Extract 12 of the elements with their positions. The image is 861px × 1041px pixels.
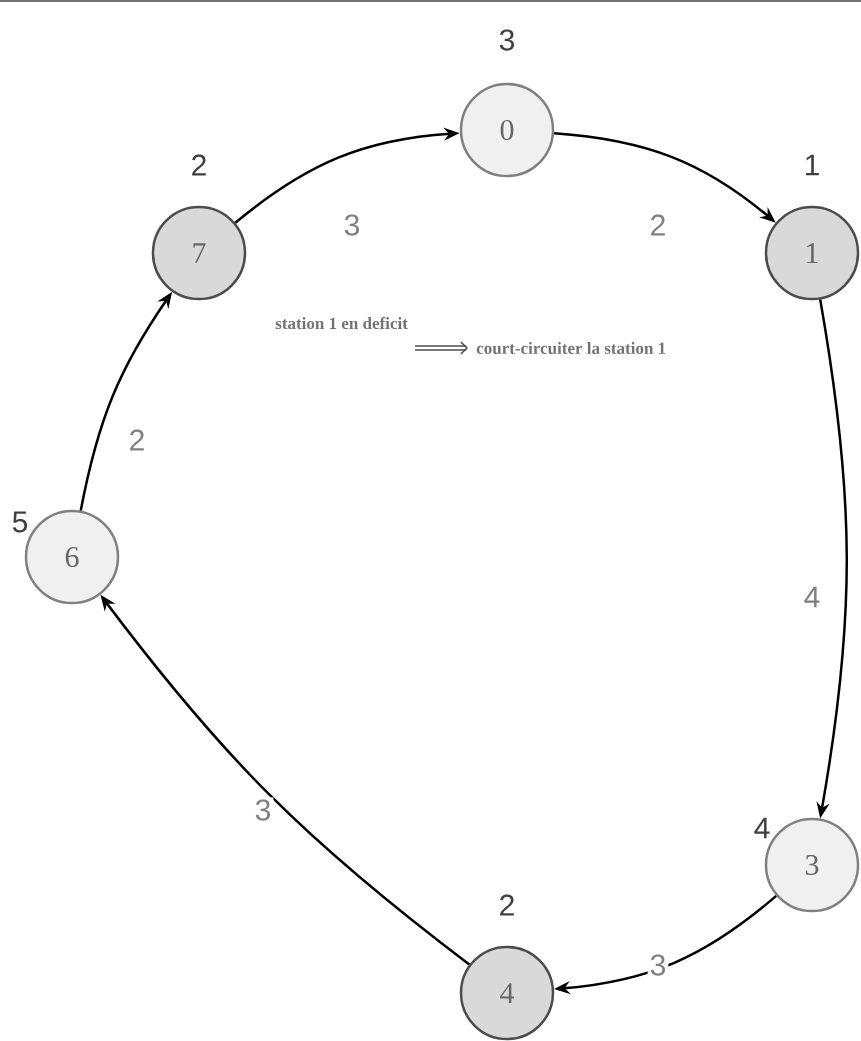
note-text: station 1 en deficit	[275, 316, 408, 330]
edge-label: 4	[801, 584, 823, 610]
note-text: court-circuiter la station 1	[476, 342, 666, 354]
edge-label: 3	[252, 797, 274, 823]
edge-label: 3	[341, 212, 363, 238]
edge-label: 2	[647, 212, 669, 238]
station-value: 2	[500, 894, 514, 916]
station-value: 1	[805, 154, 819, 176]
station-value: 2	[192, 154, 206, 176]
edge-label: 3	[647, 952, 669, 978]
station-value: 3	[499, 29, 515, 51]
edge-label: 2	[126, 427, 148, 453]
